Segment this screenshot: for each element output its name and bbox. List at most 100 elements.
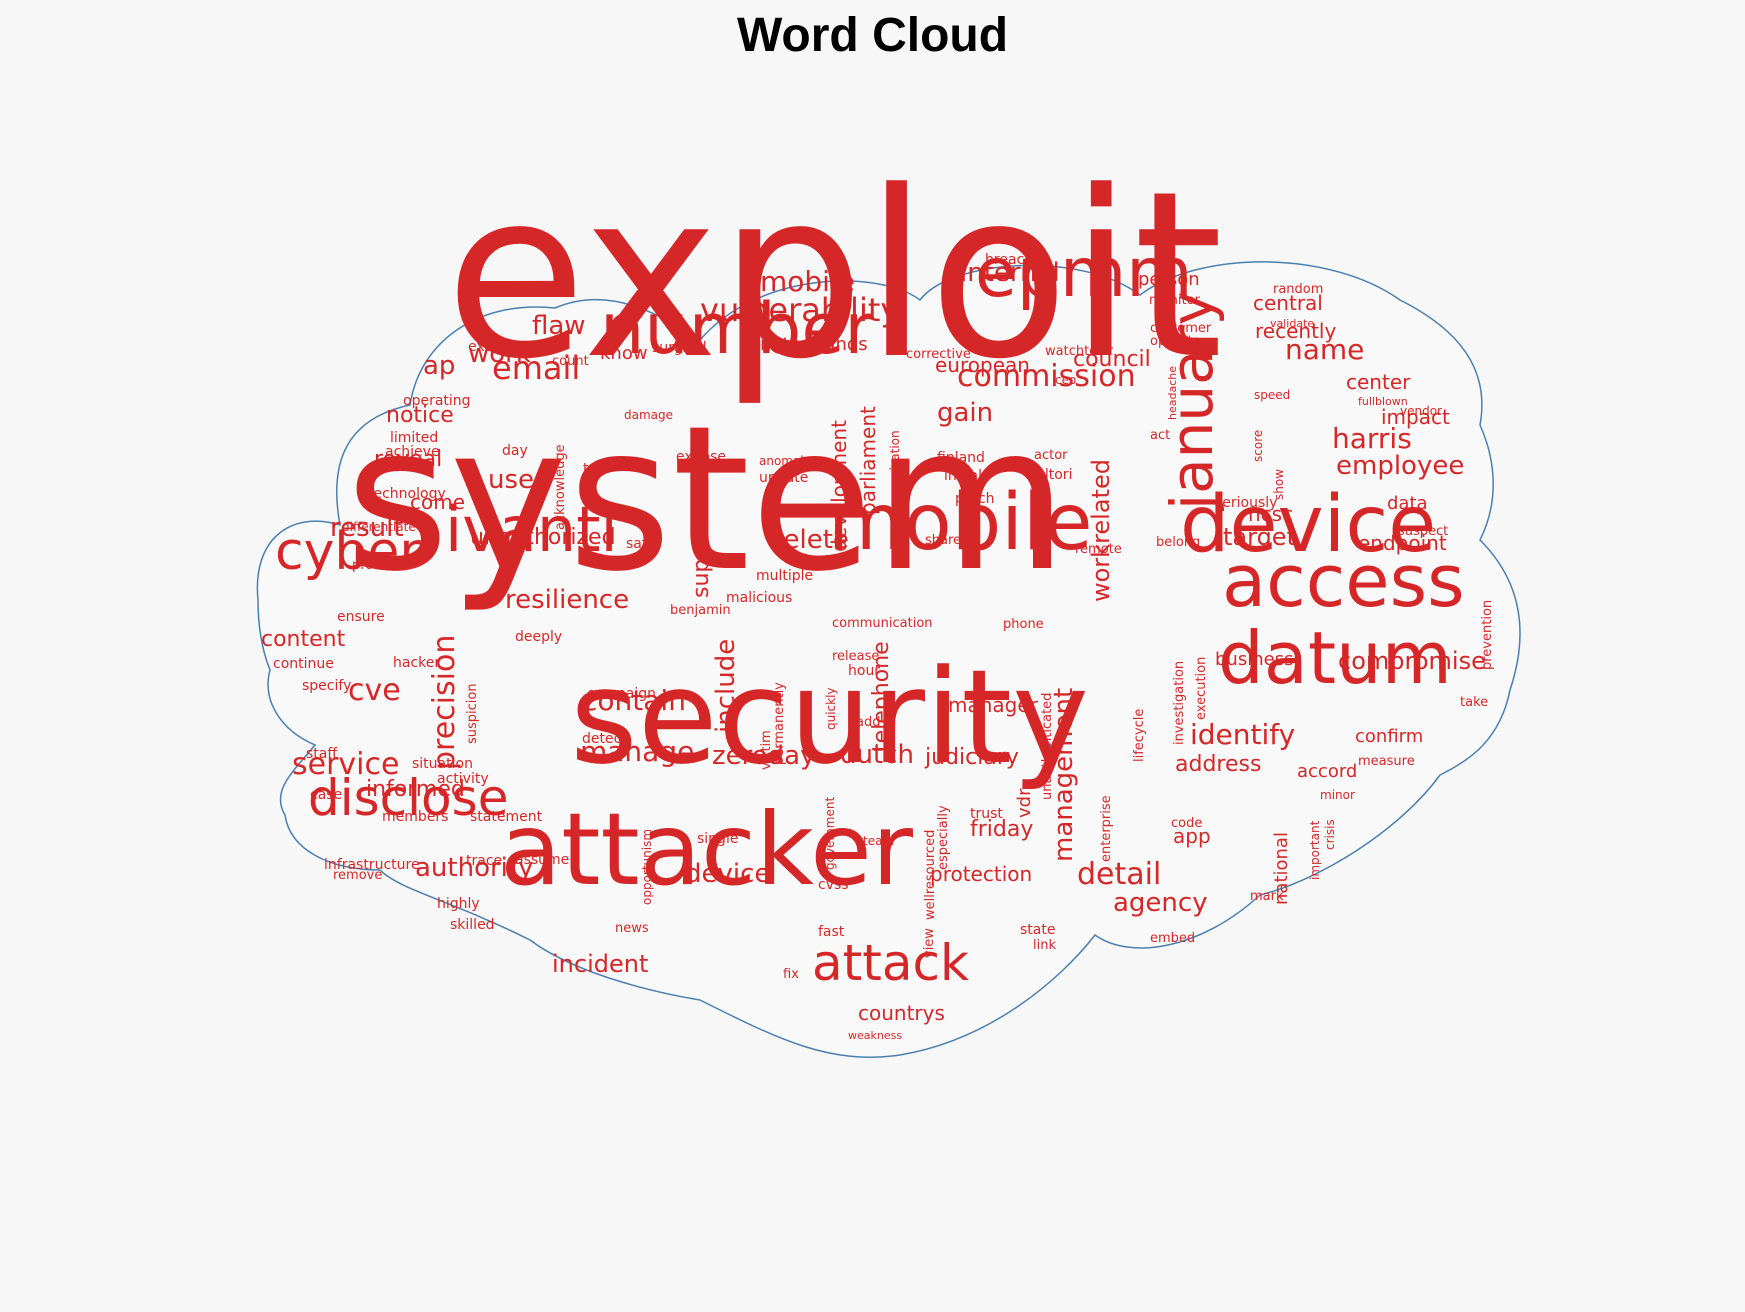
- word-email: email: [492, 348, 581, 387]
- word-finland: finland: [937, 449, 985, 466]
- word-assume: assume: [515, 851, 570, 868]
- word-validate: validate: [1270, 316, 1315, 330]
- word-compromise: compromise: [1338, 647, 1486, 676]
- word-update: update: [759, 469, 809, 486]
- word-ivanti: ivanti: [445, 493, 618, 567]
- word-parliament: parliament: [856, 406, 880, 515]
- word-add: add: [856, 714, 881, 730]
- word-random: random: [1273, 281, 1324, 297]
- word-result: result: [330, 513, 404, 544]
- word-endpoint: endpoint: [1358, 531, 1447, 555]
- word-activity: activity: [437, 770, 489, 787]
- word-manager: manager: [948, 693, 1038, 717]
- word-day: day: [502, 442, 528, 459]
- word-share: share: [925, 532, 962, 548]
- word-crisis: crisis: [1322, 819, 1337, 850]
- word-data: data: [1387, 492, 1428, 514]
- word-watchtowr: watchtowr: [1045, 343, 1114, 359]
- word-ncsc: ncsc: [1248, 502, 1294, 526]
- word-notice: notice: [386, 403, 454, 429]
- word-achieve: achieve: [385, 443, 440, 460]
- word-remove: remove: [333, 867, 383, 883]
- word-investigation: investigation: [1171, 660, 1187, 745]
- word-situation: situation: [412, 755, 473, 772]
- word-hacker: hacker: [393, 654, 441, 671]
- word-differentiate: differentiate: [342, 519, 416, 534]
- word-technology: technology: [368, 485, 446, 502]
- word-reveal: reveal: [374, 447, 443, 473]
- word-number: number: [600, 287, 874, 370]
- word-belong: belong: [1156, 534, 1201, 550]
- word-news: news: [615, 920, 649, 936]
- word-name: name: [1285, 333, 1365, 367]
- word-phone: phone: [1003, 616, 1044, 632]
- word-system: system: [345, 383, 1069, 616]
- word-opportunism: opportunism: [639, 828, 654, 905]
- word-attacker: attacker: [500, 791, 913, 908]
- word-protection: protection: [930, 862, 1033, 886]
- word-person: person: [1138, 268, 1200, 290]
- word-confirm: confirm: [1355, 725, 1424, 747]
- word-trace: trace: [466, 852, 503, 869]
- word-friday: friday: [970, 817, 1034, 843]
- word-exploit: exploit: [445, 142, 1224, 410]
- word-content: content: [261, 627, 346, 653]
- word-authority: authority: [415, 853, 534, 884]
- word-especially: especially: [935, 805, 951, 870]
- word-datum: datum: [1218, 615, 1452, 700]
- word-service: service: [292, 746, 400, 782]
- word-impact: impact: [1381, 405, 1450, 429]
- word-breach: breach: [985, 251, 1034, 268]
- word-user: user: [488, 465, 545, 496]
- word-attack: attack: [812, 933, 969, 992]
- word-fullblown: fullblown: [1358, 394, 1408, 408]
- word-fast: fast: [818, 923, 845, 940]
- word-device: device: [685, 859, 771, 890]
- word-gain: gain: [937, 398, 994, 429]
- word-members: members: [382, 808, 449, 825]
- word-staff: staff: [306, 745, 338, 762]
- word-weakness: weakness: [848, 1028, 903, 1042]
- word-unauthenticated: unauthenticated: [1039, 692, 1055, 800]
- word-supplier: supplier: [689, 509, 715, 598]
- word-malicious: malicious: [726, 589, 793, 606]
- word-work: work: [468, 339, 531, 370]
- word-monitor: monitor: [1149, 292, 1200, 308]
- word-important: important: [1307, 820, 1322, 880]
- word-single: single: [697, 830, 739, 847]
- word-view: view: [921, 928, 937, 958]
- word-team: team: [863, 833, 895, 848]
- word-device: device: [1180, 479, 1437, 570]
- word-state: state: [1020, 921, 1056, 938]
- word-benjamin: benjamin: [670, 602, 731, 618]
- word-identify: identify: [1190, 718, 1296, 752]
- word-execution: execution: [1193, 656, 1209, 720]
- word-fix: fix: [783, 966, 799, 982]
- word-victim: victim: [758, 730, 774, 770]
- word-patch: patch: [955, 490, 995, 507]
- word-remote: remote: [1075, 541, 1122, 557]
- word-mark: mark: [1250, 888, 1284, 904]
- word-management: management: [1049, 687, 1080, 862]
- word-act: act: [1150, 427, 1171, 443]
- word-acknowledge: acknowledge: [552, 444, 568, 530]
- word-harris: harris: [1332, 422, 1412, 456]
- word-hour: hour: [848, 662, 881, 679]
- word-workrelated: workrelated: [1087, 459, 1116, 602]
- word-ap: ap: [423, 351, 456, 382]
- chart-title: Word Cloud: [736, 9, 1009, 62]
- word-execute: execute: [468, 338, 524, 355]
- word-minor: minor: [1320, 787, 1355, 802]
- word-epmm: epmm: [975, 234, 1193, 314]
- word-code: code: [1171, 815, 1203, 831]
- word-operating: operating: [403, 392, 471, 409]
- word-cve: cve: [348, 672, 401, 708]
- word-internal: internal: [960, 258, 1060, 289]
- word-access: access: [1222, 538, 1465, 623]
- word-trust: trust: [970, 805, 1003, 822]
- word-lifecycle: lifecycle: [1131, 708, 1147, 762]
- word-accord: accord: [1297, 760, 1358, 782]
- word-customer: customer: [1150, 320, 1212, 336]
